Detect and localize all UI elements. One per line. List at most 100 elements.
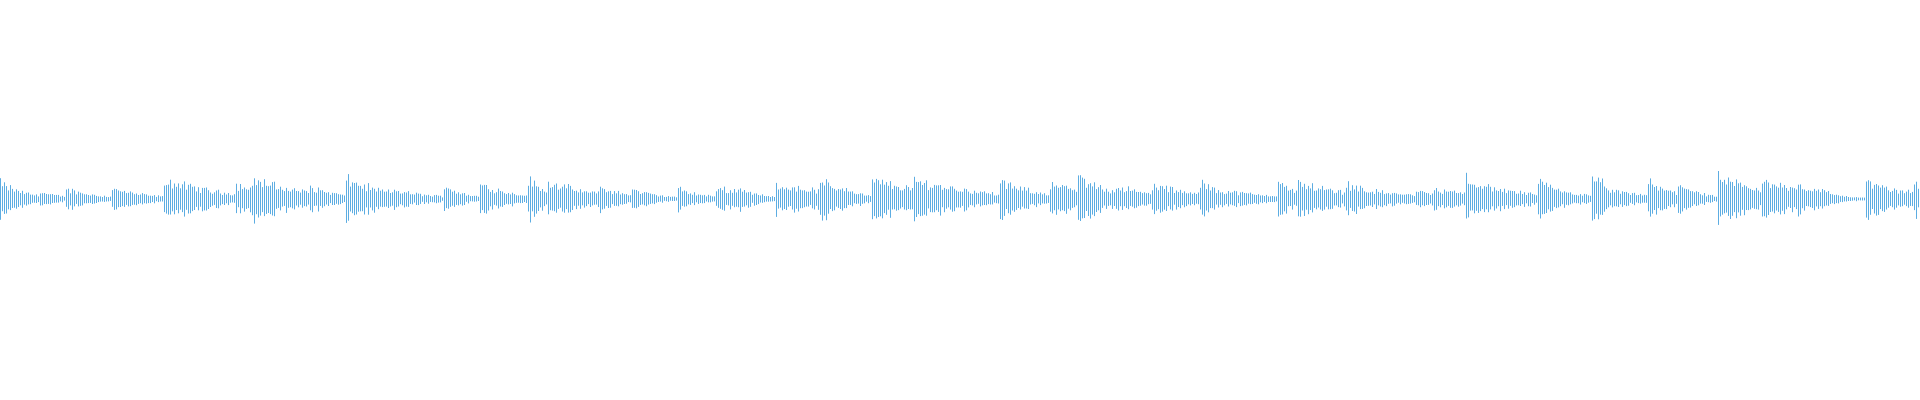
waveform-sample-bar [558,189,559,209]
waveform-sample-bar [1816,190,1817,207]
waveform-sample-bar [1554,189,1555,207]
waveform-sample-bar [1592,176,1593,221]
waveform-sample-bar [194,186,195,210]
waveform-sample-bar [1836,194,1837,204]
waveform-sample-bar [490,191,491,207]
waveform-sample-bar [1148,192,1149,205]
waveform-sample-bar [1718,171,1719,225]
waveform-sample-bar [1604,186,1605,212]
waveform-sample-bar [764,196,765,203]
waveform-sample-bar [696,195,697,203]
waveform-sample-bar [1334,193,1335,206]
waveform-sample-bar [1092,186,1093,215]
waveform-sample-bar [588,192,589,205]
waveform-sample-bar [390,193,391,207]
waveform-sample-bar [780,188,781,208]
waveform-sample-bar [1436,188,1437,210]
waveform-sample-bar [658,196,659,202]
waveform-sample-bar [1598,177,1599,220]
waveform-sample-bar [116,189,117,210]
waveform-sample-bar [234,194,235,203]
waveform-sample-bar [680,186,681,210]
waveform-sample-bar [446,187,447,209]
waveform-sample-bar [1896,189,1897,208]
waveform-sample-bar [38,196,39,203]
waveform-sample-bar [1008,183,1009,214]
waveform-sample-bar [1376,189,1377,209]
waveform-sample-bar [1488,184,1489,213]
waveform-sample-bar [1712,194,1713,203]
waveform-sample-bar [736,192,737,207]
waveform-sample-bar [1088,184,1089,216]
waveform-sample-bar [1168,192,1169,207]
waveform-sample-bar [470,196,471,202]
waveform-sample-bar [760,195,761,203]
waveform-sample-bar [1666,190,1667,210]
waveform-sample-bar [188,184,189,214]
waveform-sample-bar [1078,175,1079,220]
waveform-sample-bar [578,192,579,206]
waveform-sample-bar [1378,191,1379,206]
waveform-sample-bar [1814,188,1815,211]
waveform-sample-bar [1892,190,1893,208]
waveform-sample-bar [1196,194,1197,204]
waveform-sample-bar [370,190,371,208]
waveform-sample-bar [434,195,435,203]
waveform-sample-bar [1448,191,1449,206]
waveform-sample-bar [1256,195,1257,204]
waveform-sample-bar [284,191,285,206]
waveform-sample-bar [776,182,777,217]
waveform-sample-bar [114,188,115,210]
waveform-sample-bar [100,196,101,202]
waveform-sample-bar [1898,193,1899,206]
waveform-sample-bar [1038,194,1039,204]
waveform-sample-bar [178,183,179,214]
waveform-sample-bar [318,187,319,212]
waveform-sample-bar [1538,183,1539,215]
waveform-sample-bar [486,185,487,214]
waveform-sample-bar [294,188,295,210]
waveform-sample-bar [568,184,569,213]
waveform-sample-bar [1540,178,1541,219]
waveform-sample-bar [1824,190,1825,207]
waveform-sample-bar [1778,187,1779,212]
waveform-sample-bar [1130,191,1131,206]
waveform-sample-bar [1354,189,1355,212]
waveform-sample-bar [1164,189,1165,210]
waveform-sample-bar [346,180,347,223]
waveform-sample-bar [4,182,5,214]
waveform-sample-bar [556,183,557,213]
waveform-sample-bar [1688,189,1689,208]
waveform-sample-bar [24,194,25,205]
waveform-sample-bar [636,190,637,209]
waveform-sample-bar [606,192,607,206]
waveform-sample-bar [784,189,785,209]
waveform-sample-bar [444,189,445,211]
waveform-sample-bar [442,197,443,201]
waveform-sample-bar [516,195,517,203]
waveform-sample-bar [410,194,411,204]
waveform-sample-bar [1028,187,1029,209]
waveform-sample-bar [330,194,331,204]
waveform-sample-bar [1114,192,1115,206]
waveform-sample-bar [1390,194,1391,204]
waveform-sample-bar [866,195,867,202]
waveform-sample-bar [382,189,383,208]
waveform-sample-bar [344,195,345,202]
waveform-sample-bar [418,193,419,206]
waveform-sample-bar [1730,181,1731,219]
waveform-sample-bar [472,196,473,202]
waveform-sample-bar [110,196,111,201]
waveform-sample-bar [546,192,547,205]
waveform-sample-bar [1794,188,1795,208]
waveform-sample-bar [1272,196,1273,202]
waveform-sample-bar [1140,191,1141,206]
waveform-sample-bar [252,185,253,216]
waveform-sample-bar [1240,192,1241,207]
waveform-sample-bar [1784,185,1785,215]
waveform-sample-bar [1798,184,1799,217]
waveform-sample-bar [856,194,857,204]
waveform-sample-bar [818,189,819,210]
waveform-sample-bar [528,185,529,212]
